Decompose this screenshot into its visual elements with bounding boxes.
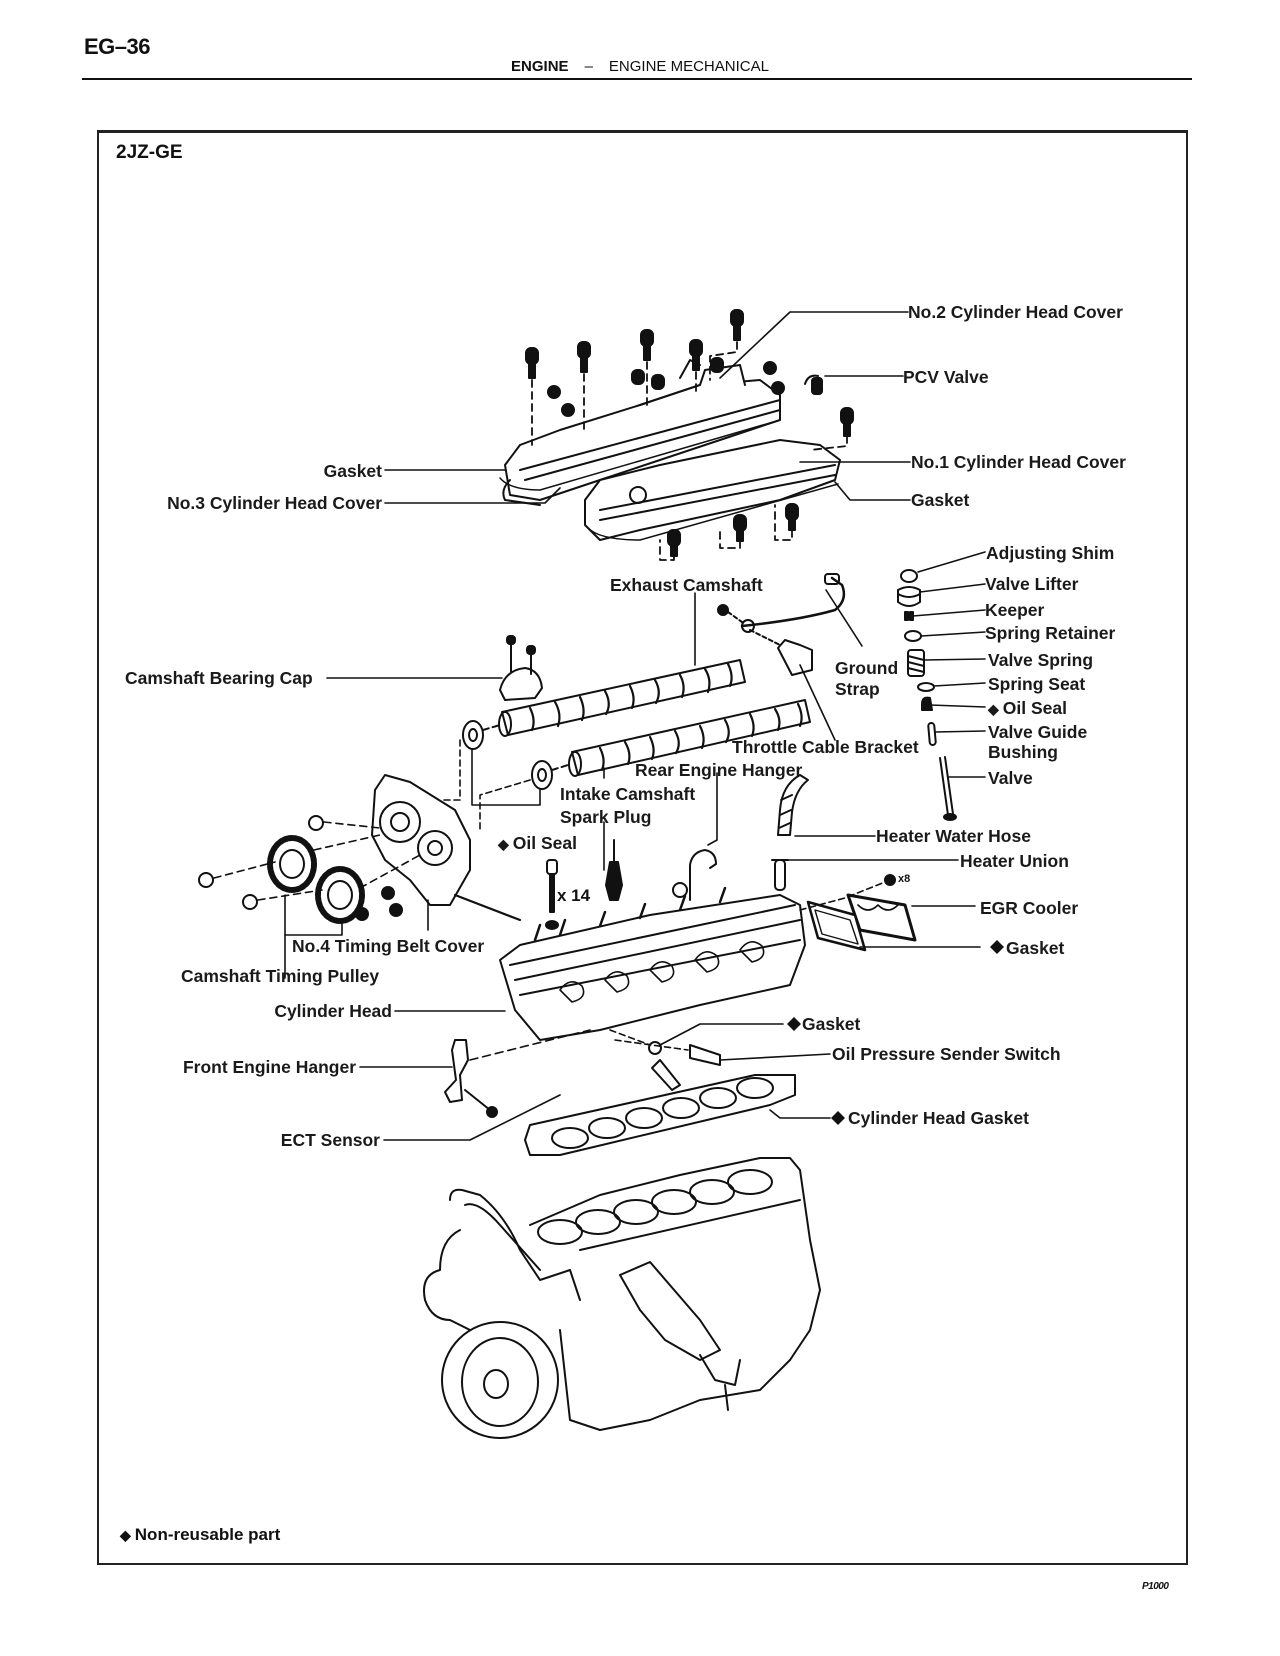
valve-train-parts bbox=[897, 569, 957, 821]
label-camshaft-timing-pulley: Camshaft Timing Pulley bbox=[181, 966, 380, 986]
head-bolt-quantity: x 14 bbox=[557, 886, 591, 905]
subsection-title: ENGINE MECHANICAL bbox=[608, 58, 769, 75]
non-reusable-diamond: ◆ bbox=[120, 1527, 131, 1543]
label-gasket-no1-cover: Gasket bbox=[911, 490, 970, 510]
running-head: ENGINE–ENGINE MECHANICAL bbox=[0, 58, 1280, 75]
label-camshaft-bearing-cap: Camshaft Bearing Cap bbox=[125, 668, 313, 688]
legend-non-reusable: ◆Non-reusable part bbox=[120, 1525, 280, 1545]
section-title: ENGINE bbox=[511, 58, 569, 75]
intake-cam-oil-seal bbox=[531, 760, 553, 790]
spring-seat-part bbox=[917, 682, 935, 692]
label-keeper: Keeper bbox=[985, 600, 1045, 620]
label-heater-union: Heater Union bbox=[960, 851, 1069, 871]
label-ect-sensor: ECT Sensor bbox=[280, 1130, 380, 1150]
label-oil-pressure-sender-switch: Oil Pressure Sender Switch bbox=[832, 1044, 1061, 1064]
label-oil-sender-gasket: Gasket bbox=[802, 1014, 861, 1034]
egr-gasket bbox=[806, 900, 867, 952]
rear-engine-hanger bbox=[672, 849, 717, 901]
label-egr-gasket: Gasket bbox=[1006, 938, 1065, 958]
label-no3-cylinder-head-cover: No.3 Cylinder Head Cover bbox=[167, 493, 382, 513]
header-rule bbox=[82, 78, 1192, 80]
head-bolt bbox=[545, 859, 559, 930]
label-intake-camshaft: Intake Camshaft bbox=[560, 784, 696, 804]
no1-cylinder-head-cover bbox=[584, 439, 841, 541]
head-cover-bolts bbox=[525, 309, 854, 557]
label-valve-guide: Valve Guide bbox=[988, 722, 1088, 742]
heater-union bbox=[771, 859, 789, 891]
non-reusable-diamond: ◆ bbox=[988, 701, 999, 717]
throttle-cable-bracket bbox=[749, 629, 813, 676]
heater-water-hose bbox=[777, 774, 809, 836]
ground-strap bbox=[717, 573, 846, 633]
label-valve: Valve bbox=[988, 768, 1033, 788]
leader-lines bbox=[284, 311, 986, 1141]
legend-text: Non-reusable part bbox=[134, 1525, 281, 1544]
gasket-no3-cover bbox=[499, 419, 781, 491]
no3-cylinder-head-cover bbox=[502, 379, 781, 506]
label-no1-cylinder-head-cover: No.1 Cylinder Head Cover bbox=[911, 452, 1126, 472]
non-reusable-markers bbox=[787, 940, 1004, 1125]
timing-bolts bbox=[198, 815, 403, 921]
exhaust-cam-oil-seal bbox=[462, 720, 484, 750]
label-adjusting-shim: Adjusting Shim bbox=[986, 543, 1115, 563]
label-cylinder-head-gasket: Cylinder Head Gasket bbox=[848, 1108, 1029, 1128]
engine-model: 2JZ-GE bbox=[116, 142, 183, 163]
figure-frame bbox=[97, 130, 1188, 1565]
label-ground-strap-line2: Strap bbox=[835, 679, 880, 699]
cylinder-head-gasket bbox=[524, 1074, 796, 1156]
engine-block bbox=[423, 1157, 821, 1439]
label-exhaust-camshaft: Exhaust Camshaft bbox=[610, 575, 763, 595]
label-no2-cylinder-head-cover: No.2 Cylinder Head Cover bbox=[908, 302, 1123, 322]
label-spring-seat: Spring Seat bbox=[988, 674, 1086, 694]
spring-retainer-part bbox=[904, 630, 922, 642]
label-camshaft-oil-seal: ◆Oil Seal bbox=[498, 833, 577, 854]
egr-nut-quantity: x8 bbox=[898, 873, 911, 885]
label-no4-timing-belt-cover: No.4 Timing Belt Cover bbox=[292, 936, 485, 956]
label-spring-retainer: Spring Retainer bbox=[985, 623, 1116, 643]
bolt-leader-dashes bbox=[531, 341, 848, 561]
camshaft-bearing-cap bbox=[499, 635, 543, 701]
gasket-no1-cover bbox=[587, 483, 839, 541]
label-pcv-valve: PCV Valve bbox=[903, 367, 989, 387]
valve-guide-bushing-part bbox=[927, 722, 937, 746]
spark-plug bbox=[605, 839, 623, 901]
label-text: Oil Seal bbox=[1002, 698, 1067, 718]
cylinder-head bbox=[499, 886, 806, 1041]
pulley-leader-dashes bbox=[213, 821, 421, 901]
label-rear-engine-hanger: Rear Engine Hanger bbox=[635, 760, 803, 780]
oil-sender-gasket bbox=[648, 1041, 662, 1055]
label-valve-lifter: Valve Lifter bbox=[985, 574, 1079, 594]
label-cylinder-head: Cylinder Head bbox=[274, 1001, 392, 1021]
page-number: EG–36 bbox=[84, 34, 151, 59]
adjusting-shim-part bbox=[900, 569, 918, 583]
section-separator: – bbox=[584, 58, 593, 75]
label-egr-cooler: EGR Cooler bbox=[980, 898, 1079, 918]
label-valve-oil-seal: ◆Oil Seal bbox=[988, 698, 1067, 719]
label-throttle-cable-bracket: Throttle Cable Bracket bbox=[732, 737, 919, 757]
label-valve-guide-bushing: Bushing bbox=[988, 742, 1058, 762]
oil-seal-part bbox=[921, 696, 933, 711]
label-valve-spring: Valve Spring bbox=[988, 650, 1094, 670]
oil-pressure-sender-switch bbox=[651, 1044, 721, 1091]
intake-camshaft bbox=[568, 699, 811, 777]
front-engine-hanger bbox=[444, 1029, 591, 1118]
figure-code: P1000 bbox=[1142, 1581, 1169, 1592]
pcv-valve bbox=[804, 374, 823, 395]
valve-part bbox=[939, 756, 954, 816]
camshaft-timing-pulleys bbox=[267, 835, 365, 924]
label-gasket-no3-cover: Gasket bbox=[323, 461, 382, 481]
label-front-engine-hanger: Front Engine Hanger bbox=[182, 1057, 356, 1077]
label-spark-plug: Spark Plug bbox=[560, 807, 652, 827]
no4-timing-belt-cover bbox=[371, 774, 522, 922]
non-reusable-diamond: ◆ bbox=[498, 836, 509, 852]
label-ground-strap-line1: Ground bbox=[835, 658, 899, 678]
exhaust-camshaft bbox=[498, 659, 746, 737]
label-heater-water-hose: Heater Water Hose bbox=[876, 826, 1031, 846]
label-text: Oil Seal bbox=[512, 833, 577, 853]
